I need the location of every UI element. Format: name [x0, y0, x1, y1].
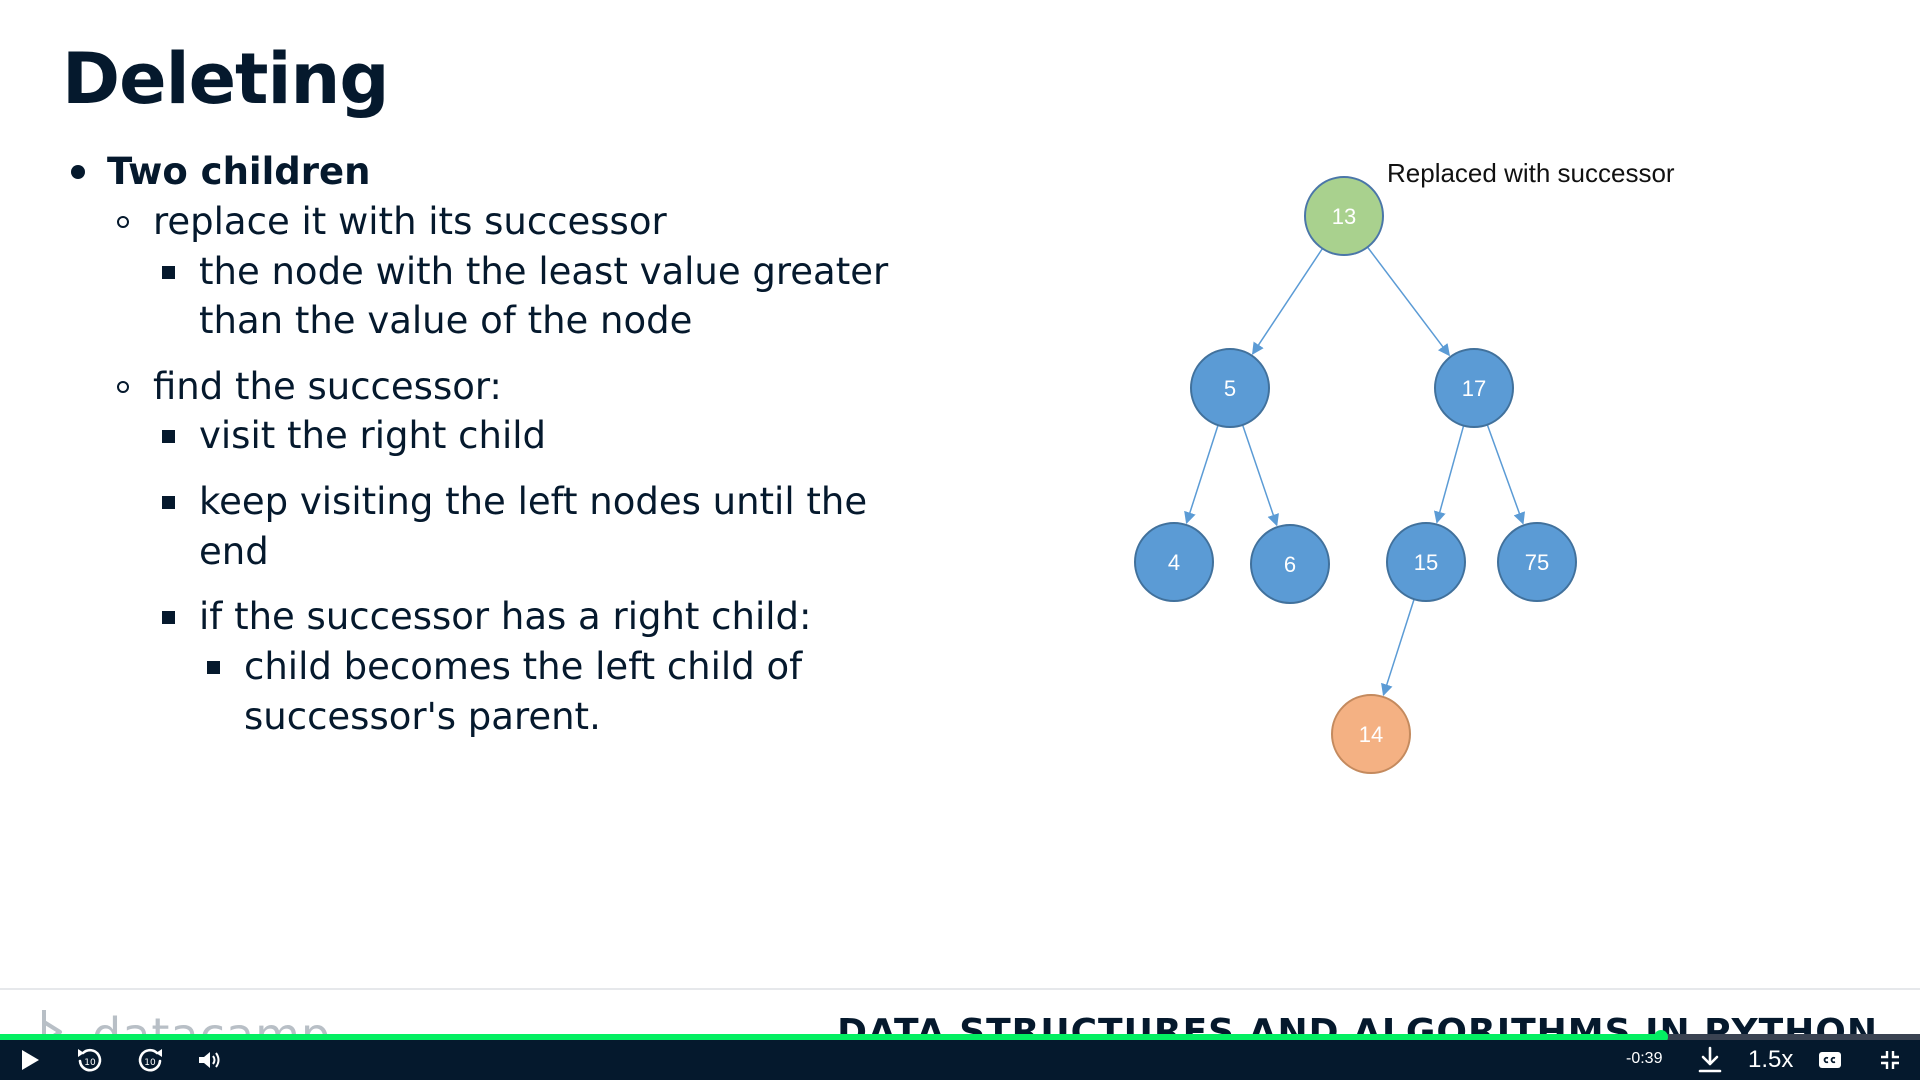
tree-node-label: 6 [1284, 552, 1296, 577]
video-player-controls: 10 10 -0:39 1.5x [0, 1040, 1920, 1080]
tree-svg: 13 5 17 4 6 15 75 14 [1134, 176, 1577, 774]
captions-button[interactable] [1815, 1044, 1845, 1076]
tree-node-circle [1190, 348, 1270, 428]
tree-node-circle [1497, 522, 1577, 602]
exit-fullscreen-button[interactable] [1875, 1044, 1905, 1076]
play-button[interactable] [14, 1044, 46, 1076]
brand-name: datacamp [92, 1008, 332, 1035]
slide-title: Deleting [62, 38, 389, 120]
tree-node-14: 14 [1331, 694, 1411, 774]
bullet-text: end [199, 530, 269, 573]
tree-node-circle [1250, 524, 1330, 604]
captions-icon [1819, 1052, 1841, 1068]
tree-edge [1366, 246, 1451, 357]
tree-edge [1433, 425, 1465, 524]
slide-footer: datacamp DATA STRUCTURES AND ALGORITHMS … [0, 990, 1920, 1035]
tree-node-label: 13 [1332, 204, 1356, 229]
tree-node-15: 15 [1386, 522, 1466, 602]
circle-bullet-marker [117, 216, 129, 228]
progress-fill [0, 1034, 1661, 1040]
tree-node-label: 14 [1359, 722, 1383, 747]
tree-node-5: 5 [1190, 348, 1270, 428]
tree-node-6: 6 [1250, 524, 1330, 604]
square-bullet-marker [162, 429, 175, 443]
rewind-10-button[interactable]: 10 [72, 1044, 108, 1076]
svg-text:10: 10 [84, 1058, 96, 1068]
tree-node-circle [1304, 176, 1384, 256]
tree-node-13: 13 [1304, 176, 1384, 256]
disc-bullet-marker [71, 165, 85, 179]
volume-button[interactable] [194, 1044, 226, 1076]
time-remaining: -0:39 [1626, 1050, 1663, 1067]
square-bullet-marker [162, 495, 175, 509]
tree-node-17: 17 [1434, 348, 1514, 428]
bullet-text: than the value of the node [199, 299, 693, 342]
tree-edge [1486, 424, 1526, 525]
tree-node-label: 75 [1525, 550, 1549, 575]
tree-node-circle [1386, 522, 1466, 602]
square-bullet-marker [207, 660, 220, 674]
svg-text:10: 10 [144, 1058, 156, 1068]
datacamp-logo-icon [42, 1010, 62, 1035]
exit-fullscreen-icon [1881, 1051, 1899, 1069]
bullet-text: visit the right child [199, 414, 547, 457]
bullet-text: Two children [107, 150, 371, 193]
bullet-text: successor's parent. [244, 695, 601, 738]
tree-edge [1241, 424, 1279, 527]
tree-caption: Replaced with successor [1387, 158, 1675, 188]
tree-node-4: 4 [1134, 522, 1214, 602]
circle-bullet-marker [117, 381, 129, 393]
course-title: DATA STRUCTURES AND ALGORITHMS IN PYTHON [837, 1012, 1878, 1035]
forward-10-icon: 10 [138, 1048, 162, 1072]
bullet-text: child becomes the left child of [244, 645, 803, 688]
binary-tree-diagram: 13 5 17 4 6 15 75 14 Replaced with successor [1100, 150, 1720, 790]
forward-10-button[interactable]: 10 [132, 1044, 168, 1076]
bullet-text: the node with the least value greater [199, 250, 889, 293]
square-bullet-marker [162, 610, 175, 624]
tree-node-circle [1331, 694, 1411, 774]
square-bullet-marker [162, 265, 175, 279]
rewind-10-icon: 10 [78, 1048, 102, 1072]
bullet-text: find the successor: [153, 365, 502, 408]
bullet-text: if the successor has a right child: [199, 595, 812, 638]
tree-node-75: 75 [1497, 522, 1577, 602]
download-button[interactable] [1694, 1044, 1726, 1076]
download-icon [1698, 1046, 1722, 1073]
tree-edge [1251, 248, 1324, 355]
bullet-text: keep visiting the left nodes until the [199, 480, 868, 523]
play-icon [22, 1050, 39, 1070]
tree-edge [1184, 424, 1219, 525]
footer-divider [0, 988, 1920, 990]
playback-speed-button[interactable]: 1.5x [1748, 1046, 1794, 1073]
tree-node-label: 4 [1168, 550, 1180, 575]
bullet-list: Two children replace it with its successo… [0, 0, 960, 900]
tree-edge [1381, 598, 1415, 697]
tree-node-label: 5 [1224, 376, 1236, 401]
tree-node-label: 17 [1462, 376, 1486, 401]
tree-node-circle [1434, 348, 1514, 428]
volume-icon [199, 1052, 220, 1068]
bullet-text: replace it with its successor [153, 200, 667, 243]
tree-node-circle [1134, 522, 1214, 602]
tree-node-label: 15 [1414, 550, 1438, 575]
